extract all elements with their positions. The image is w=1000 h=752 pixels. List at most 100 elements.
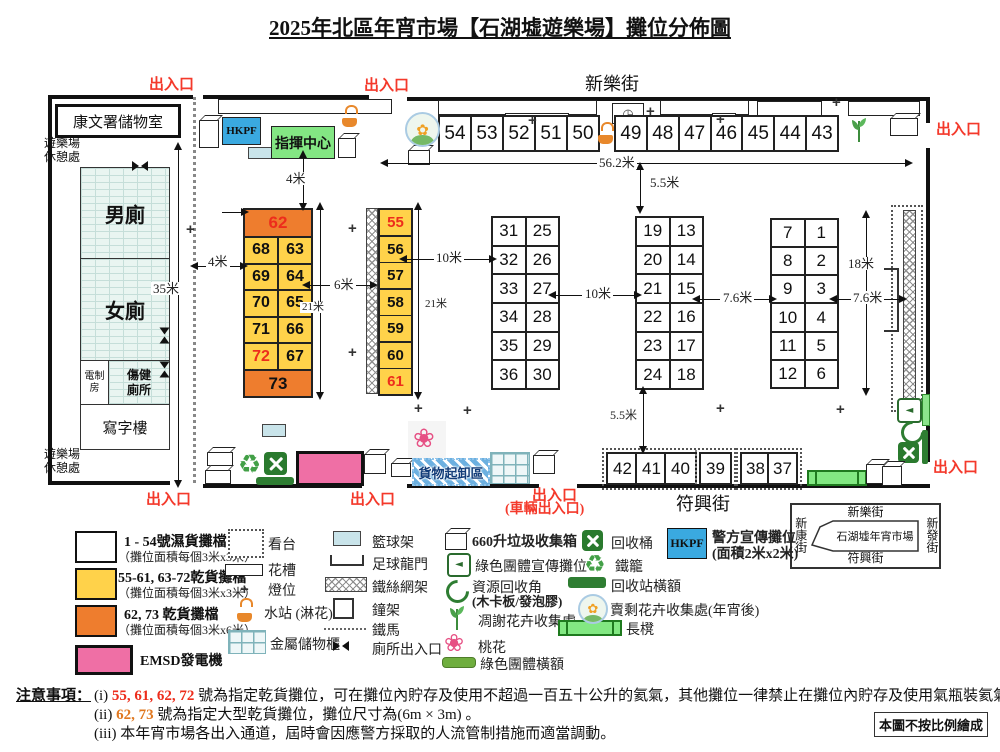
legend-barrier-label: 鐵馬 (372, 624, 400, 639)
stall-49: 49 (616, 117, 646, 150)
arrow-7-6m-b-right (882, 294, 907, 303)
measure-21m: 21米 (423, 298, 449, 310)
arrow-6m-right (353, 280, 378, 289)
stall-21: 21 (637, 275, 669, 302)
planter-box (757, 101, 822, 116)
note-line-2: (ii) 62, 73 號為指定大型乾貨攤位，攤位尺寸為(6m × 3m) 。 (94, 703, 480, 724)
inset-street-right: 新發街 (925, 517, 939, 553)
stall-4: 4 (805, 304, 837, 331)
stall-63: 63 (279, 238, 311, 263)
toilet-building-row: 電制房 傷健廁所 (81, 361, 169, 405)
legend-blossom-label: 桃花 (478, 641, 506, 656)
football-goal-icon (330, 555, 364, 566)
vehicle-entrance-label: 出入口 (532, 488, 578, 504)
legend-police-sub: (面積2米x2米) (712, 547, 799, 562)
rest-area-label-top: 遊樂場休憩處 (44, 136, 81, 164)
recycle-station-banner (256, 477, 294, 485)
legend-grandstand-label: 看台 (268, 538, 296, 553)
green-group-booth-icon: ◄ (447, 553, 471, 577)
note-line-3: (iii) 本年宵市場各出入通道，屆時會因應警方採取的人流管制措施而適當調動。 (94, 726, 616, 742)
arrow-7-6m-a-left (692, 294, 720, 303)
stall-69: 69 (245, 264, 277, 290)
water-station-icon (236, 598, 254, 622)
stall-row-49-43: 49 48 47 46 45 44 43 (614, 115, 839, 152)
scale-note-label: 本圖不按比例繪成 (878, 718, 983, 733)
green-banner-vertical (922, 394, 930, 426)
legend-swatch-dry-orange (75, 605, 117, 637)
arrow-10m-a-right (462, 254, 497, 263)
stall-29: 29 (526, 332, 558, 360)
legend-wet-sub: （攤位面積每個3米x3米） (118, 550, 257, 564)
legend-toilet-entrance-label: 廁所出入口 (372, 643, 442, 658)
stall-group-38-37-enclosure (736, 448, 802, 490)
stall-18: 18 (670, 361, 702, 388)
recycle-bin-icon (264, 452, 287, 475)
refuse-bin-icon (205, 470, 231, 484)
legend-emsd-label: EMSD發電機 (140, 654, 223, 669)
legend-green-booth-label: 綠色團體宣傳攤位 (475, 560, 587, 575)
legend-emsd-swatch (75, 645, 133, 675)
legend-police-label: 警方宣傳攤位 (712, 531, 796, 546)
stall-27: 27 (526, 275, 558, 302)
stall-14: 14 (670, 246, 702, 274)
lamp-icon: + (646, 103, 655, 120)
loading-zone-label: 貨物起卸區 (418, 465, 484, 481)
stall-67: 67 (279, 344, 311, 369)
command-center-label: 指揮中心 (275, 136, 331, 152)
note-2-stall-numbers: 62, 73 (116, 707, 154, 723)
refuse-bin-icon (890, 118, 918, 136)
stall-43: 43 (807, 117, 837, 150)
arrow-10m-a-left (399, 254, 434, 263)
stall-53: 53 (472, 117, 502, 150)
recycle-bin-icon (582, 530, 603, 551)
office: 寫字樓 (81, 405, 169, 449)
stall-25: 25 (526, 218, 558, 245)
entrance-label: 出入口 (350, 492, 396, 508)
bell-rack-icon (333, 598, 354, 619)
page-title: 2025年北區年宵市場【石湖墟遊樂場】攤位分佈圖 (269, 16, 731, 40)
police-booth-icon: HKPF (667, 528, 707, 559)
legend-green-banner-label: 綠色團體橫額 (480, 658, 564, 673)
stall-group-42-39-enclosure (602, 448, 736, 490)
lamp-icon: + (832, 94, 841, 111)
metal-locker-icon (228, 630, 266, 654)
recycle-bin-icon (898, 442, 919, 463)
legend-recycle-banner-label: 回收站橫額 (611, 580, 681, 595)
stall-55: 55 (380, 210, 411, 235)
iron-cage-icon: ♻ (238, 450, 262, 480)
lamp-icon: + (348, 344, 357, 361)
police-booth: HKPF (222, 117, 261, 145)
grandstand-icon (228, 529, 264, 558)
lcsd-storage-room: 康文署儲物室 (55, 104, 181, 138)
arrow-6m-left (302, 280, 330, 289)
clock-icon: ◷ (622, 106, 634, 121)
stall-34: 34 (493, 303, 525, 331)
stall-28: 28 (526, 303, 558, 331)
refuse-bin-icon (199, 120, 219, 148)
lamp-icon: + (836, 401, 845, 418)
stall-12: 12 (772, 360, 804, 387)
refuse-bin-icon (338, 138, 356, 158)
planter-box (218, 99, 392, 114)
note-1-stall-numbers: 55, 61, 62, 72 (111, 688, 195, 704)
street-top-label: 新樂街 (585, 74, 639, 94)
measure-35m: 35米 (151, 281, 182, 296)
inset-map: 新樂街 符興街 新康街 新發街 石湖墟年宵市場 (790, 503, 941, 569)
green-banner-icon (442, 657, 476, 668)
metal-locker-icon (490, 452, 530, 484)
water-station-icon (341, 105, 359, 127)
stall-23: 23 (637, 332, 669, 360)
measure-5-5m: 5.5米 (608, 408, 640, 422)
female-toilet-label: 女廁 (105, 301, 145, 323)
legend-cage-label: 鐵籠 (615, 560, 643, 575)
legend-swatch-wet (75, 531, 117, 563)
stall-11: 11 (772, 332, 804, 359)
female-toilet: 女廁 (81, 259, 169, 361)
stall-58: 58 (380, 289, 411, 315)
legend-wet-label: 1 - 54號濕貨攤檔 (124, 535, 227, 550)
accessible-toilet-label: 傷健廁所 (126, 368, 151, 397)
office-label: 寫字樓 (102, 420, 148, 437)
legend-dry-orange-label: 62, 73 乾貨攤檔 (124, 608, 219, 623)
boundary-bottom-1 (48, 481, 170, 485)
